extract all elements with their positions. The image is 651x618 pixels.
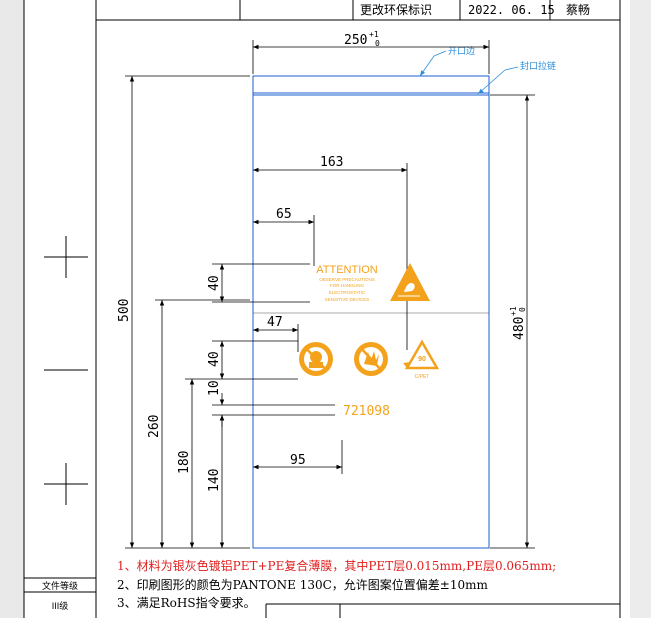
dim-95: 95 [290,453,306,468]
esd-warning-icon [390,263,430,301]
dim-10: 10 [207,380,222,396]
drawing-frame [23,0,621,618]
product-code: 721098 [343,404,390,419]
attention-line-4: SENSITIVE DEVICES [325,297,370,302]
dim-180: 180 [177,451,192,474]
recycle-number: 90 [418,356,426,363]
no-touch-icon [354,342,388,376]
dim-480-tol-plus: +1 [509,306,518,316]
attention-line-3: ELECTROSTATIC [329,290,366,295]
dim-47: 47 [267,315,283,330]
dim-140: 140 [207,469,222,492]
revision-author: 蔡畅 [566,3,590,17]
dim-480-value: 480 [512,317,527,340]
dim-250: 250 +1 0 [344,30,380,48]
dim-260: 260 [147,415,162,438]
dim-500: 500 [117,299,132,322]
esd-hand-prohibited-icon [299,342,333,376]
recycle-icon: 90 C/PET [403,339,440,380]
dim-250-tol-minus: 0 [375,39,380,48]
right-margin-band [630,0,651,618]
dim-480-tol-minus: 0 [518,307,527,312]
dim-65: 65 [276,207,292,222]
left-margin-band [0,0,24,618]
dim-480: 480 +1 0 [509,306,527,340]
callout-opening-edge: 开口边 [419,46,475,77]
zip-lock-label: 封口拉链 [520,60,556,71]
file-level-value: III级 [52,600,69,611]
note-2: 2、印刷图形的颜色为PANTONE 130C，允许图案位置偏差±10mm [117,577,488,592]
note-1: 1、材料为银灰色镀铝PET+PE复合薄膜，其中PET层0.015mm,PE层0.… [117,558,556,573]
revision-note: 更改环保标识 [360,3,432,17]
attention-block: ATTENTION OBSERVE PRECAUTIONS FOR HANDLI… [316,264,378,302]
dimension-lines [125,40,535,549]
file-level-label: 文件等级 [42,580,78,591]
attention-line-2: FOR HANDLING [330,283,365,288]
revision-date: 2022. 06. 15 [468,3,555,17]
dim-40-top: 40 [207,275,222,291]
dim-250-tol-plus: +1 [369,30,379,39]
attention-title: ATTENTION [316,264,378,276]
dim-250-value: 250 [344,33,367,48]
callout-zip-lock: 封口拉链 [477,60,556,95]
recycle-code: C/PET [415,374,430,380]
opening-edge-label: 开口边 [448,46,475,56]
note-3: 3、满足RoHS指令要求。 [117,595,256,610]
dim-163: 163 [320,155,343,170]
left-panel-marks [44,236,88,505]
bag-outline [252,75,490,549]
attention-line-1: OBSERVE PRECAUTIONS [319,277,374,282]
dim-40-mid: 40 [207,351,222,367]
